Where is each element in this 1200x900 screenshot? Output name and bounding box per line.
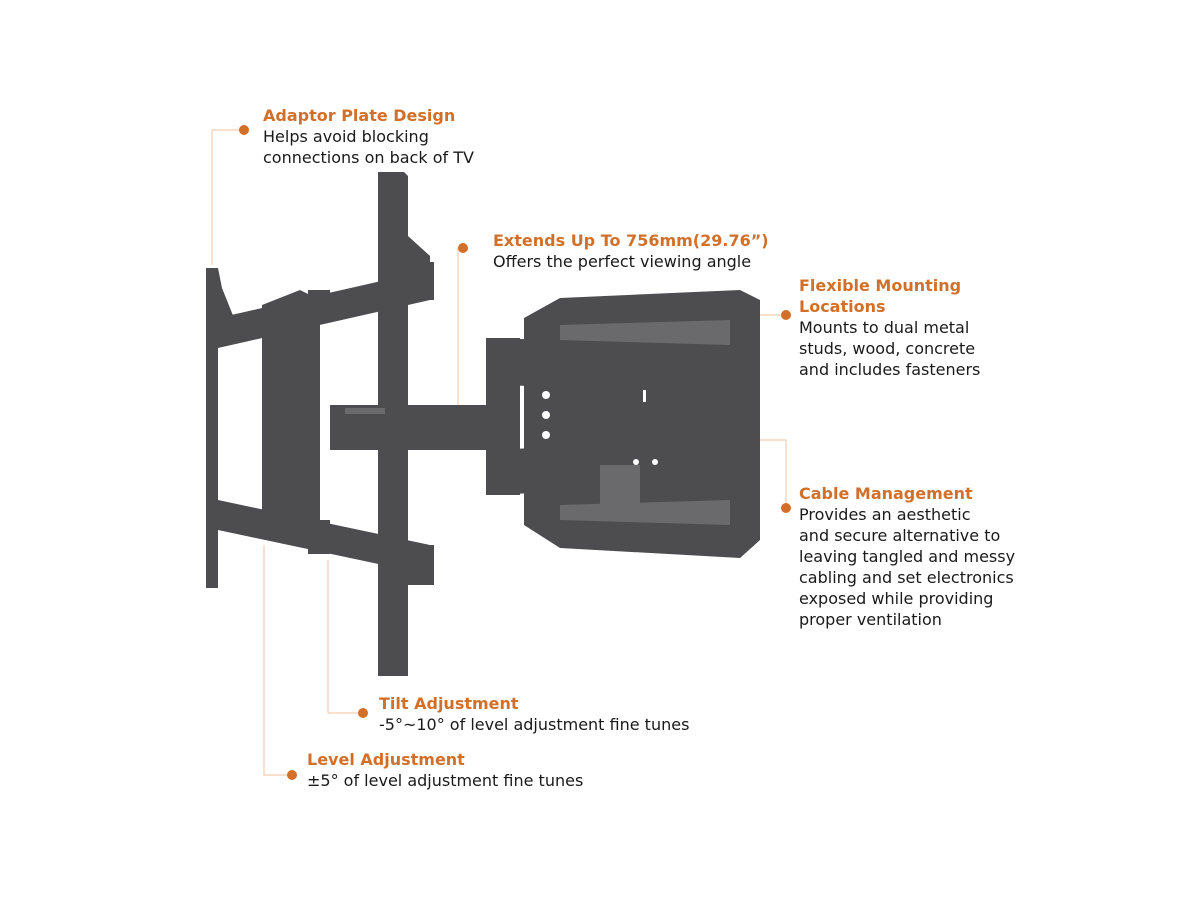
callout-title: Adaptor Plate Design (263, 106, 456, 125)
callout-description: -5°~10° of level adjustment fine tunes (379, 715, 690, 734)
callout-extension: Extends Up To 756mm(29.76”) Offers the p… (493, 230, 769, 272)
callout-cable-management: Cable Management Provides an aesthetic a… (799, 483, 1015, 630)
callout-description: Offers the perfect viewing angle (493, 252, 752, 271)
mount-body (206, 172, 760, 676)
callout-description: Helps avoid blocking connections on back… (263, 127, 474, 167)
callout-title: Extends Up To 756mm(29.76”) (493, 231, 769, 250)
callout-description: Mounts to dual metal studs, wood, concre… (799, 318, 981, 379)
callout-tilt-adjustment: Tilt Adjustment -5°~10° of level adjustm… (379, 693, 689, 735)
mount-holes (542, 390, 658, 465)
callout-title: Cable Management (799, 484, 973, 503)
callout-dots (239, 125, 791, 780)
callout-title: Tilt Adjustment (379, 694, 519, 713)
callout-adaptor-plate-design: Adaptor Plate Design Helps avoid blockin… (263, 105, 474, 168)
callout-level-adjustment: Level Adjustment ±5° of level adjustment… (307, 749, 583, 791)
callout-description: ±5° of level adjustment fine tunes (307, 771, 584, 790)
callout-title: Flexible Mounting Locations (799, 276, 962, 316)
callout-title: Level Adjustment (307, 750, 465, 769)
mount-shading (345, 320, 730, 525)
callout-flexible-mounting: Flexible Mounting Locations Mounts to du… (799, 275, 980, 380)
callout-description: Provides an aesthetic and secure alterna… (799, 505, 1016, 629)
